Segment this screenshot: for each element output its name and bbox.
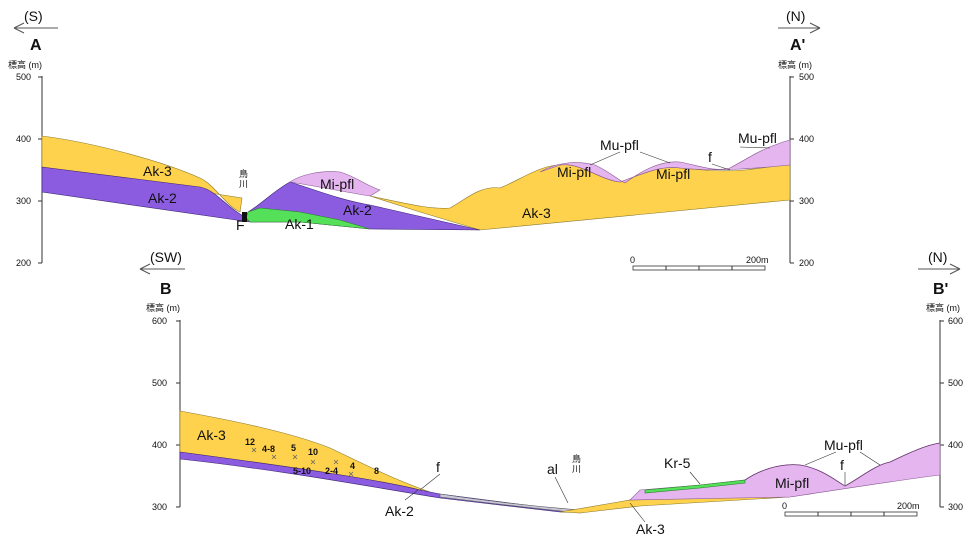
section-b-left-label: B [160,281,172,298]
section-a-unit-label: Mi-pfl [320,176,354,192]
section-a-fault-label: F [236,217,245,233]
section-b-sample-markers [251,447,354,477]
section-b-unit-label: f [436,459,440,475]
section-a-ak1-layer [245,207,371,230]
section-a-river-char: 川 [239,179,248,189]
section-b-unit-label: Ak-2 [385,503,414,519]
section-a-right-tick: 500 [799,72,814,82]
section-a-mipfl-right-layer [539,139,791,184]
section-a: (S) A (N) A' 標高 (m) 500 400 300 200 標高 (… [8,8,821,271]
section-b-river-char: 鳥 [572,453,581,464]
section-a-left-tick: 300 [16,196,31,206]
section-b-right-label: B' [933,281,948,298]
section-b-sample-label: 2-4 [325,466,338,476]
section-b-leader-lines [404,451,881,523]
section-a-unit-label: Mi-pfl [656,166,690,182]
section-a-unit-label: Mu-pfl [738,130,777,146]
section-a-ak2-layer [41,166,481,231]
section-a-right-tick: 200 [799,258,814,268]
section-b-right-tick: 500 [948,378,963,388]
section-b-river-char: 川 [572,464,581,474]
section-a-right-tick: 400 [799,134,814,144]
section-b-ak3-layer [179,410,431,493]
section-a-unit-label: f [708,149,712,165]
section-a-scale-bar [632,265,766,271]
section-b-right-tick: 400 [948,440,963,450]
section-a-right-tick: 300 [799,196,814,206]
section-a-unit-label: Mi-pfl [557,164,591,180]
section-a-unit-label: Ak-1 [285,216,314,232]
section-b-sample-label: 5 [291,443,296,453]
section-b-unit-label: Ak-3 [636,521,665,537]
section-b-unit-label: Mu-pfl [824,437,863,453]
section-b-left-tick: 300 [152,502,167,512]
section-a-mipfl-layer [289,171,381,197]
section-b-left-direction: (SW) [150,249,182,265]
section-a-river-char: 鳥 [239,168,248,179]
section-b-right-tick: 300 [948,502,963,512]
right-arrow-icon [778,22,821,34]
section-a-left-tick: 500 [16,72,31,82]
section-b-mipfl-layer [629,442,941,501]
section-b-sample-label: 4 [350,461,355,471]
section-b-unit-label: Mi-pfl [775,475,809,491]
section-a-unit-label: Ak-3 [143,163,172,179]
section-a-scale-start: 0 [630,255,635,265]
section-b: (SW) B (N) B' 標高 (m) 600 500 400 300 標高 … [139,249,963,537]
section-a-unit-label: Ak-3 [522,205,551,221]
section-a-left-direction: (S) [24,8,43,24]
section-b-left-axis-title: 標高 (m) [146,302,180,313]
section-b-sample-label: 8 [374,466,379,476]
section-a-ak3-layer [41,135,243,213]
section-b-left-tick: 600 [152,316,167,326]
left-arrow-icon [139,263,185,275]
section-b-sample-label: 5-10 [293,466,311,476]
section-b-unit-label: al [547,461,558,477]
section-a-scale-end: 200m [746,255,769,265]
section-a-leader-lines [589,146,771,171]
section-b-right-direction: (N) [928,249,947,265]
section-a-right-label: A' [790,37,805,54]
right-arrow-icon [918,263,961,275]
section-a-left-tick: 200 [16,258,31,268]
section-b-sample-label: 10 [308,447,318,457]
section-a-fault-marker [242,212,247,222]
section-a-left-axis-title: 標高 (m) [8,59,42,70]
section-b-ak2-layer [179,451,581,513]
section-a-unit-label: Mu-pfl [600,137,639,153]
section-b-right-tick: 600 [948,316,963,326]
section-b-sample-label: 12 [245,437,255,447]
section-b-right-axis-title: 標高 (m) [926,302,960,313]
section-b-unit-label: Ak-3 [197,427,226,443]
section-b-mupfl-top [744,442,941,487]
section-a-unit-label: Ak-2 [343,202,372,218]
section-b-left-tick: 500 [152,378,167,388]
section-b-scale-bar [784,511,918,517]
section-a-right-axis-title: 標高 (m) [778,59,812,70]
section-b-scale-end: 200m [897,501,920,511]
section-b-sample-label: 4-8 [262,444,275,454]
section-b-kr5-layer [644,479,746,494]
section-a-unit-label: Ak-2 [148,190,177,206]
section-b-left-tick: 400 [152,440,167,450]
section-b-scale-start: 0 [782,501,787,511]
section-b-unit-label: f [840,457,844,473]
section-a-left-label: A [30,37,42,54]
section-b-unit-label: Kr-5 [664,455,691,471]
section-a-right-direction: (N) [786,8,805,24]
section-a-left-tick: 400 [16,134,31,144]
left-arrow-icon [13,22,58,34]
